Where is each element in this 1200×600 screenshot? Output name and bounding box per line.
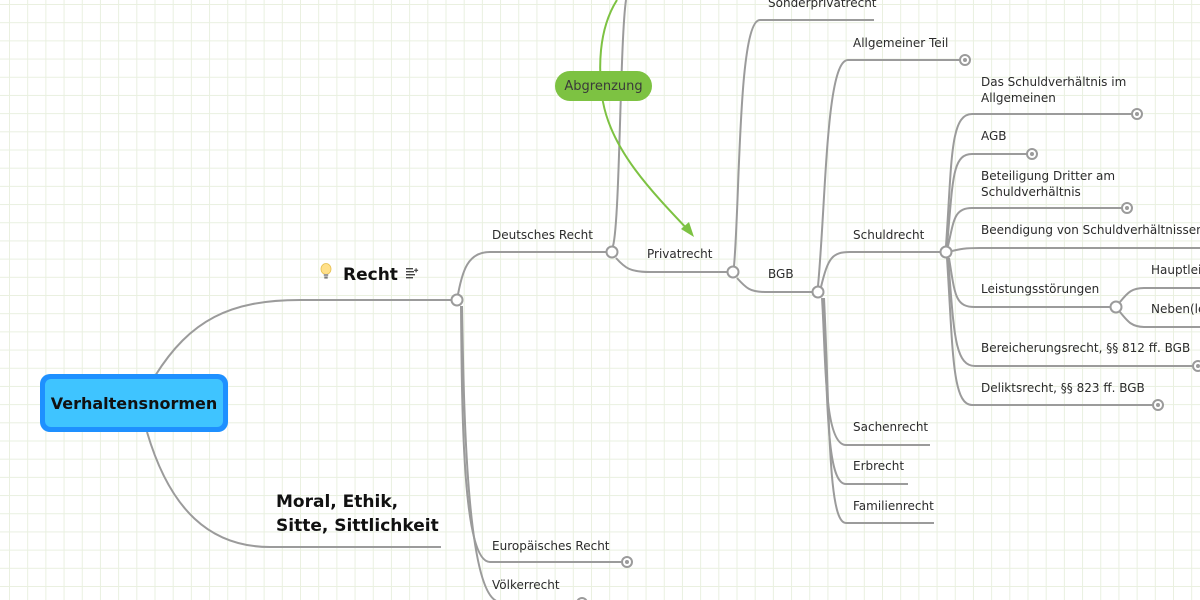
junction-deutsches-recht[interactable] <box>605 245 619 259</box>
junction-leistungsstoerungen[interactable] <box>1109 300 1123 314</box>
central-topic[interactable]: Verhaltensnormen <box>40 374 228 432</box>
link-privatrecht-sonder <box>733 19 874 267</box>
topic-schuldverhaeltnis-allgemein[interactable]: Das Schuldverhältnis im Allgemeinen <box>981 75 1127 105</box>
collapsed-branch-icon[interactable] <box>1121 202 1133 214</box>
link-deutsches-up <box>612 0 627 247</box>
topic-deutsches-recht[interactable]: Deutsches Recht <box>492 228 593 242</box>
link-bgb-familie <box>823 297 934 524</box>
topic-sachenrecht[interactable]: Sachenrecht <box>853 420 929 434</box>
link-bgb-at <box>817 59 965 287</box>
link-bgb-erb <box>822 297 908 485</box>
topic-bgb[interactable]: BGB <box>768 267 794 281</box>
topic-nebenleistung[interactable]: Neben(le <box>1151 302 1200 316</box>
link-schuld-5 <box>948 257 1115 308</box>
topic-allgemeiner-teil[interactable]: Allgemeiner Teil <box>853 36 949 50</box>
link-root-moral <box>146 431 441 548</box>
collapsed-branch-icon[interactable] <box>621 556 633 568</box>
collapsed-branch-icon[interactable] <box>959 54 971 66</box>
link-recht-deutsches <box>456 251 612 301</box>
topic-schuldrecht[interactable]: Schuldrecht <box>853 228 925 242</box>
notes-icon[interactable] <box>406 268 420 280</box>
relationship-label[interactable]: Abgrenzung <box>555 71 652 101</box>
topic-familienrecht[interactable]: Familienrecht <box>853 499 934 513</box>
junction-recht[interactable] <box>450 293 464 307</box>
junction-privatrecht[interactable] <box>726 265 740 279</box>
topic-deliktsrecht[interactable]: Deliktsrecht, §§ 823 ff. BGB <box>981 381 1145 395</box>
topic-privatrecht[interactable]: Privatrecht <box>647 247 713 261</box>
link-privatrecht-bgb <box>736 277 817 293</box>
central-topic-label: Verhaltensnormen <box>45 379 223 427</box>
link-schuld-4 <box>951 247 1200 252</box>
link-schuld-2 <box>946 153 1032 247</box>
topic-beendigung[interactable]: Beendigung von Schuldverhältnissen <box>981 223 1200 237</box>
link-leist-1 <box>1119 287 1200 303</box>
link-root-recht <box>154 299 456 377</box>
collapsed-branch-icon[interactable] <box>1152 399 1164 411</box>
topic-beteiligung-dritter[interactable]: Beteiligung Dritter am Schuldverhältnis <box>981 169 1116 199</box>
topic-recht[interactable]: Recht <box>343 265 398 285</box>
link-schuld-6 <box>947 257 1198 367</box>
topic-agb[interactable]: AGB <box>981 129 1007 143</box>
link-schuld-1 <box>945 113 1137 247</box>
topic-bereicherungsrecht[interactable]: Bereicherungsrecht, §§ 812 ff. BGB <box>981 341 1191 355</box>
relationship-arrowhead <box>681 222 694 237</box>
lightbulb-icon <box>320 263 332 279</box>
topic-moral[interactable]: Moral, Ethik, Sitte, Sittlichkeit <box>276 492 439 536</box>
collapsed-branch-icon[interactable] <box>1026 148 1038 160</box>
topic-voelkerrecht[interactable]: Völkerrecht <box>492 578 560 592</box>
collapsed-branch-icon[interactable] <box>1131 108 1143 120</box>
link-schuld-3 <box>947 207 1127 247</box>
topic-erbrecht[interactable]: Erbrecht <box>853 459 905 473</box>
link-leist-2 <box>1119 311 1200 328</box>
junction-schuldrecht[interactable] <box>939 245 953 259</box>
collapsed-branch-icon[interactable] <box>1192 360 1200 372</box>
topic-hauptleistung[interactable]: Hauptleis <box>1151 263 1200 277</box>
link-schuld-7 <box>946 257 1158 406</box>
relationship-line[interactable] <box>599 0 691 233</box>
topic-europaeisches-recht[interactable]: Europäisches Recht <box>492 539 610 553</box>
link-bgb-schuld <box>820 251 946 288</box>
topic-leistungsstoerungen[interactable]: Leistungsstörungen <box>981 282 1100 296</box>
junction-bgb[interactable] <box>811 285 825 299</box>
link-recht-voelker <box>461 305 498 600</box>
topic-sonderprivatrecht[interactable]: Sonderprivatrecht <box>768 0 877 10</box>
link-deutsches-privatrecht <box>615 257 732 273</box>
link-recht-europaeisch <box>460 305 627 563</box>
